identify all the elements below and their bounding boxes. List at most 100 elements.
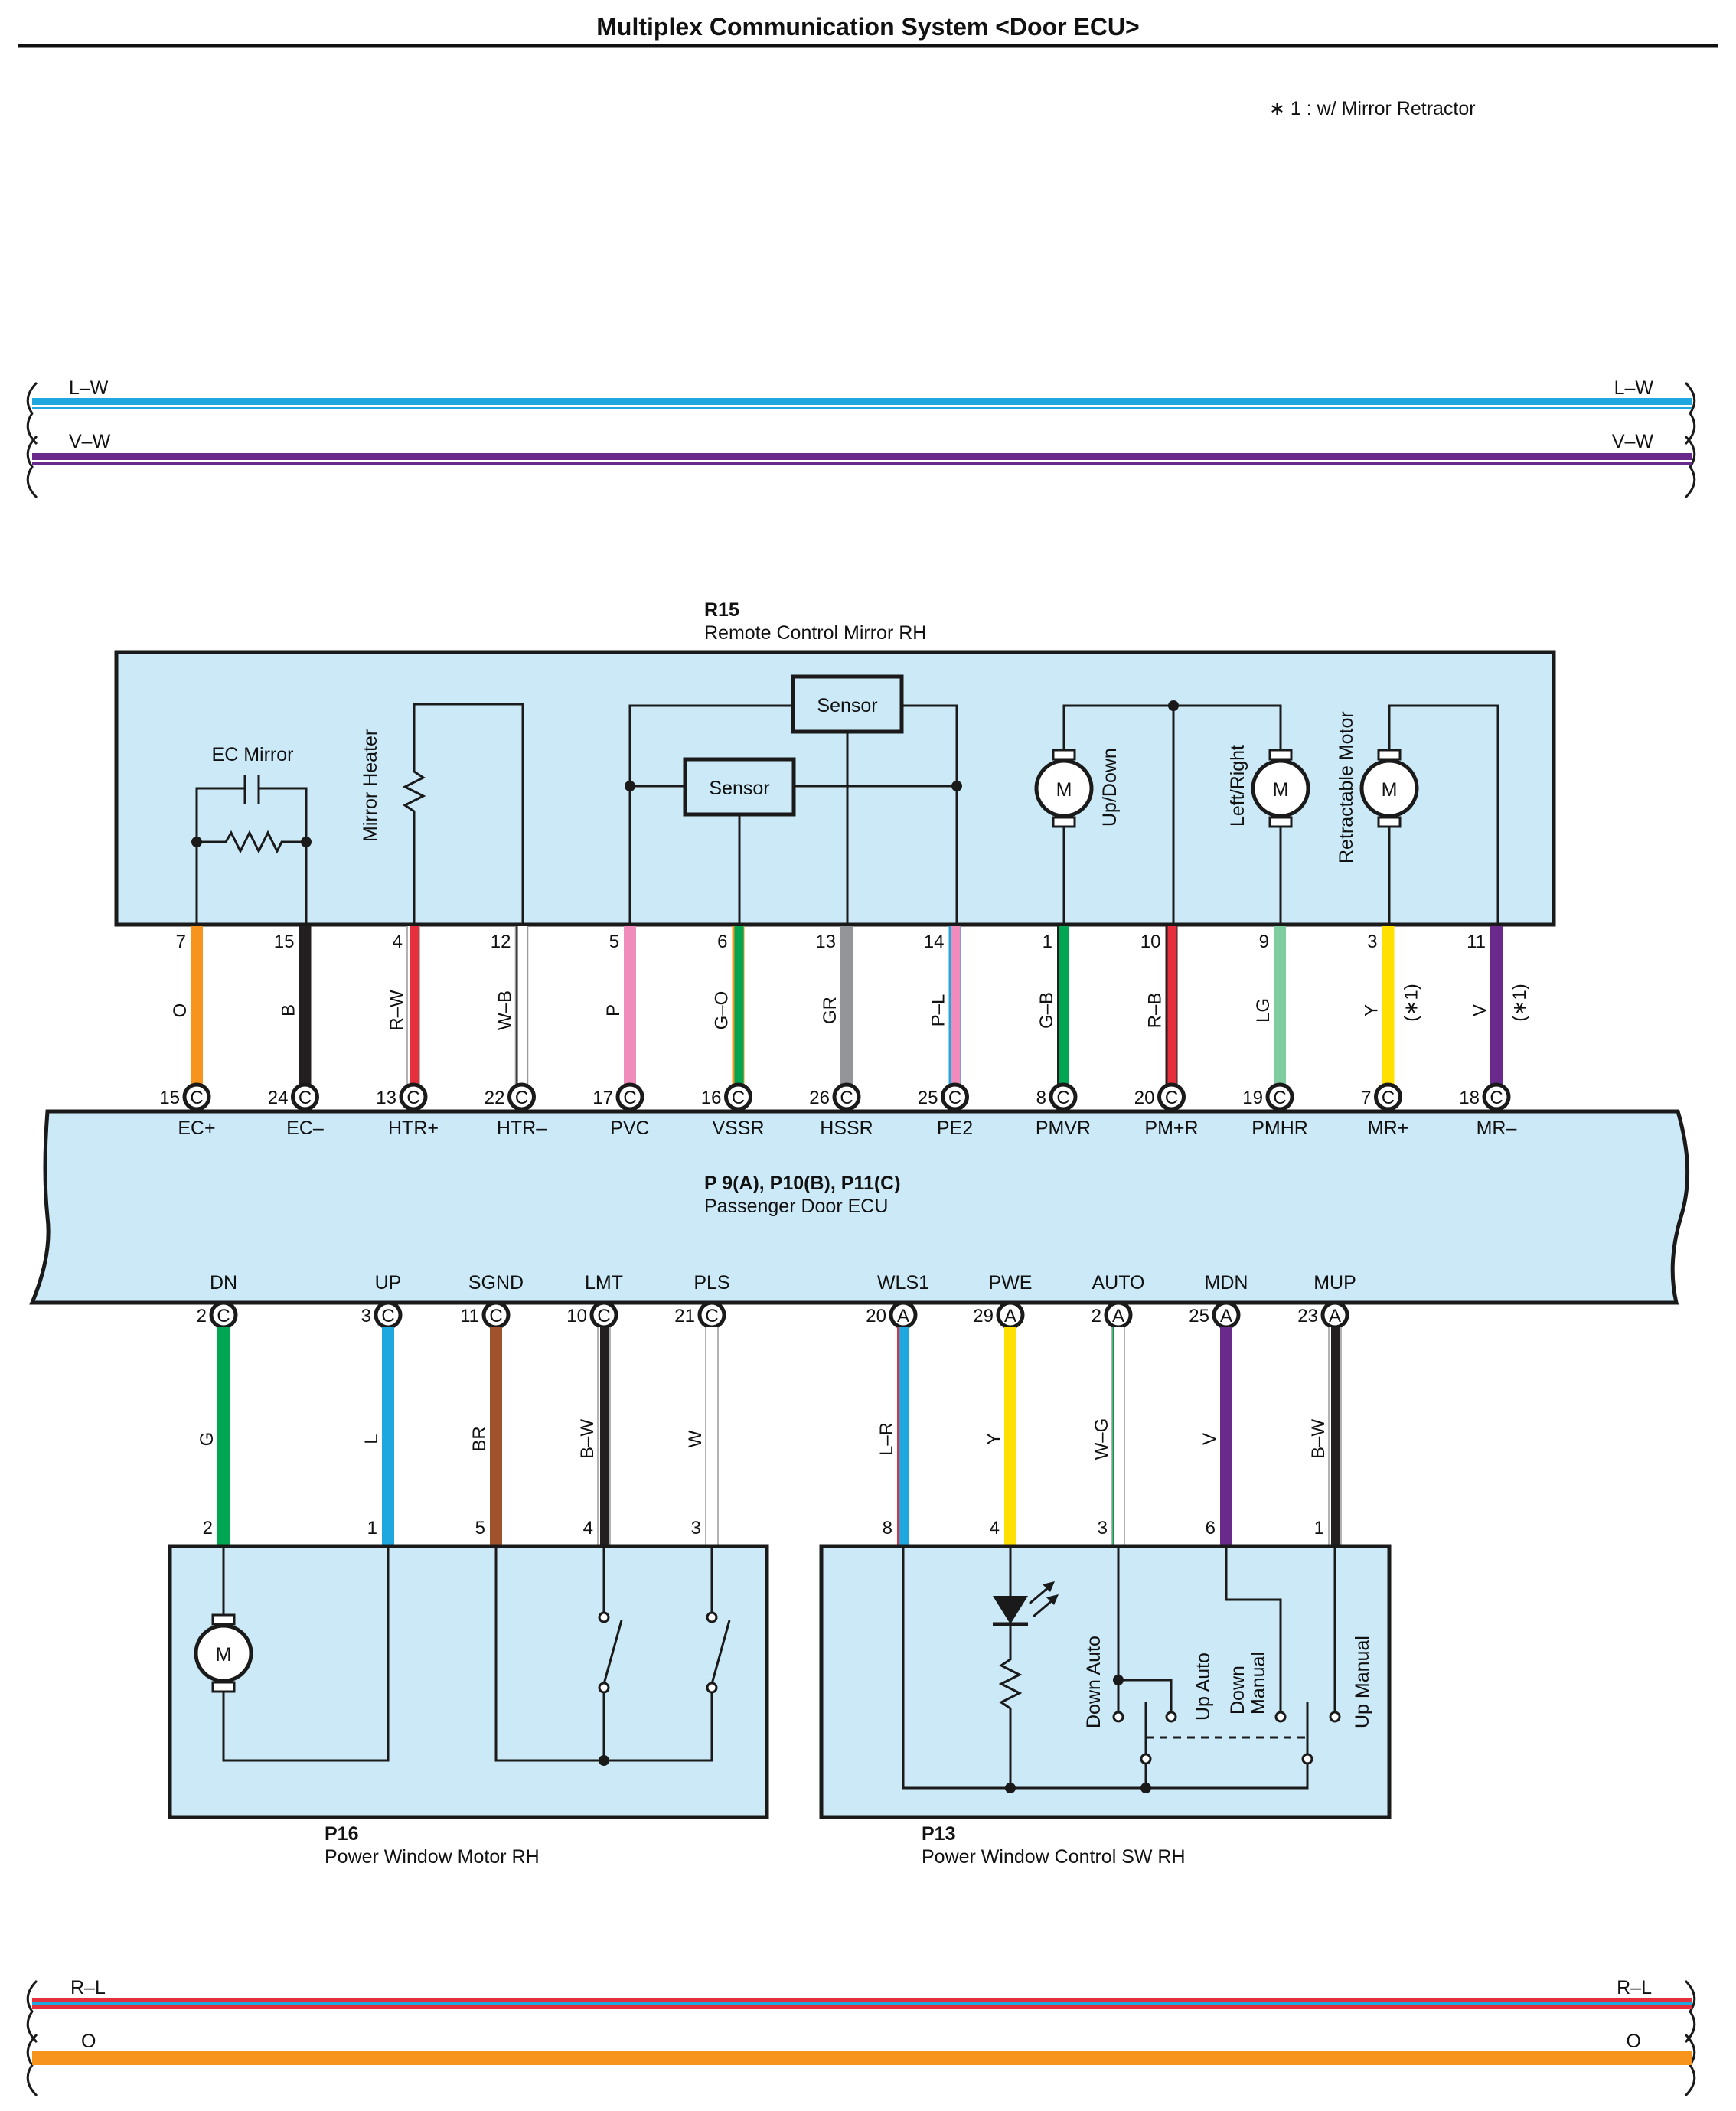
lower-wire-ecu-pin-5: 20 (866, 1306, 886, 1326)
upper-wire-connector-8 (1049, 1082, 1078, 1111)
window-switch-id: P13 (922, 1823, 955, 1845)
lower-wire-dev-pin-2: 5 (475, 1518, 485, 1538)
mirror-name: Remote Control Mirror RH (704, 622, 926, 644)
bottom-bus-break-right (1684, 1979, 1696, 2044)
lower-wire-signal-1: UP (375, 1272, 402, 1294)
lower-wire-7-main (1114, 1327, 1119, 1545)
upper-wire-signal-8: PMVR (1036, 1117, 1091, 1139)
footnote: ∗ 1 : w/ Mirror Retractor (1269, 98, 1476, 119)
upper-wire-ecu-pin-12: 18 (1459, 1088, 1480, 1108)
window-switch-box (819, 1544, 1392, 1819)
lower-wires: DNC2G2DUPC3L1USGNDC11BR5ELMTC10B–W4LMTPL… (197, 1272, 1356, 1575)
up-auto-label: Up Auto (1193, 1653, 1214, 1721)
bus-wire-rl-stripe (32, 2002, 1692, 2005)
bus-code-o-right: O (1627, 2031, 1641, 2052)
up-auto-contact (1165, 1711, 1177, 1723)
leftright-motor-icon: M (1251, 749, 1310, 828)
lower-wire-dev-pin-3: 4 (583, 1518, 593, 1538)
upper-wire-connector-5 (724, 1082, 752, 1111)
upper-wire-r15-pin-10: 9 (1259, 932, 1269, 952)
upper-wire-ecu-pin-4: 17 (592, 1088, 613, 1108)
upper-wire-ecu-pin-5: 16 (701, 1088, 722, 1108)
retract-label: Retractable Motor (1336, 711, 1357, 863)
page-title: Multiplex Communication System <Door ECU… (596, 13, 1139, 41)
upper-wire-code-6: GR (820, 997, 840, 1024)
lower-wire-6 (1004, 1327, 1016, 1545)
upper-wire-2-main-2 (414, 926, 419, 1097)
upper-wire-connector-7-letter: C (948, 1088, 961, 1108)
upper-wire-connector-9-letter: C (1165, 1088, 1178, 1108)
led-ray-1-head (1043, 1581, 1055, 1592)
lower-wire-code-3: B–W (577, 1419, 598, 1459)
upper-wire-r15-pin-7: 14 (924, 932, 945, 952)
upper-wire-connector-10 (1265, 1082, 1294, 1111)
upper-wire-code-3: W–B (495, 990, 516, 1030)
upper-wire-11 (1382, 926, 1395, 1097)
window-motor-name: Power Window Motor RH (325, 1846, 540, 1868)
bus-code-rl-left: R–L (70, 1977, 106, 1998)
lower-wire-1 (382, 1327, 394, 1545)
upper-wire-3-main (517, 926, 523, 1097)
upper-wire-connector-5-letter: C (732, 1088, 745, 1108)
leftright-label: Left/Right (1227, 745, 1248, 827)
top-bus-break-right-2 (1684, 435, 1696, 499)
bus-wire-vw (32, 453, 1692, 465)
top-bus-break-left (26, 381, 38, 445)
pct-ground-bus (902, 1546, 1309, 1790)
bus-wire-lw-stripe (32, 405, 1692, 407)
lower-wire-code-4: W (685, 1430, 706, 1447)
upper-wire-code-12: V (1470, 1004, 1490, 1016)
upper-wire-r15-pin-1: 15 (274, 932, 295, 952)
lower-wire-connector-4-letter: C (705, 1306, 718, 1326)
upper-wire-9-main-2 (1172, 926, 1177, 1097)
lower-wire-connector-3-letter: C (597, 1306, 610, 1326)
upper-wire-9-main (1167, 926, 1173, 1097)
bottom-bus-break-left (26, 1979, 38, 2044)
window-motor-m: M (216, 1644, 232, 1666)
lower-wire-dev-pin-4: 3 (691, 1518, 701, 1538)
upper-wire-ecu-pin-1: 24 (268, 1088, 289, 1108)
upper-wire-note-12: (∗1) (1509, 984, 1530, 1021)
upper-wire-7-main-2 (955, 926, 961, 1097)
lower-wire-connector-0-letter: C (217, 1306, 230, 1326)
upper-wire-2-main (410, 926, 414, 1097)
svg-text:M: M (1056, 779, 1072, 801)
upper-wires: 7OC15EC+15BC24EC–4R–WC13HTR+12W–BC22HTR–… (159, 926, 1530, 1139)
upper-wire-r15-pin-0: 7 (176, 932, 186, 952)
door-ecu-box (29, 1109, 1690, 1305)
upper-wire-signal-5: VSSR (712, 1117, 764, 1139)
lower-wire-connector-1-letter: C (381, 1306, 394, 1326)
upper-wire-connector-0-letter: C (190, 1088, 203, 1108)
lower-wire-ecu-pin-1: 3 (361, 1306, 371, 1326)
motor-u-loop (222, 1546, 390, 1762)
up-manual-label: Up Manual (1352, 1636, 1373, 1728)
upper-wire-ecu-pin-8: 8 (1036, 1088, 1046, 1108)
svg-text:M: M (1273, 779, 1289, 801)
upper-wire-code-2: R–W (387, 990, 407, 1031)
pls-contact-top (706, 1611, 718, 1623)
lower-wire-ecu-pin-6: 29 (973, 1306, 994, 1326)
svg-text:M: M (1382, 779, 1398, 801)
upper-wire-connector-6 (832, 1082, 861, 1111)
lower-wire-5-main-2 (904, 1327, 909, 1545)
bottom-bus: R–L R–L O O (26, 1977, 1696, 2097)
upper-wire-signal-1: EC– (286, 1117, 324, 1139)
lmt-contact-bottom (598, 1682, 610, 1694)
lower-wire-code-6: Y (984, 1433, 1004, 1445)
lower-wire-ecu-pin-4: 21 (674, 1306, 695, 1326)
lower-wire-connector-9-letter: A (1329, 1306, 1341, 1326)
bus-code-lw-left: L–W (69, 377, 109, 399)
sensor-box-1 (791, 674, 904, 734)
lower-wire-signal-4: PLS (693, 1272, 729, 1294)
top-bus-break-left-2 (26, 435, 38, 499)
pvc-line (628, 704, 793, 925)
upper-wire-signal-4: PVC (610, 1117, 649, 1139)
upper-wire-code-0: O (170, 1003, 191, 1018)
lower-wire-code-9: B–W (1308, 1419, 1329, 1459)
bus-wire-vw-stripe (32, 460, 1692, 462)
heater-element (402, 703, 524, 925)
lower-wire-4 (706, 1327, 718, 1545)
pls-switch-blade (710, 1620, 731, 1685)
upper-wire-6 (840, 926, 853, 1097)
